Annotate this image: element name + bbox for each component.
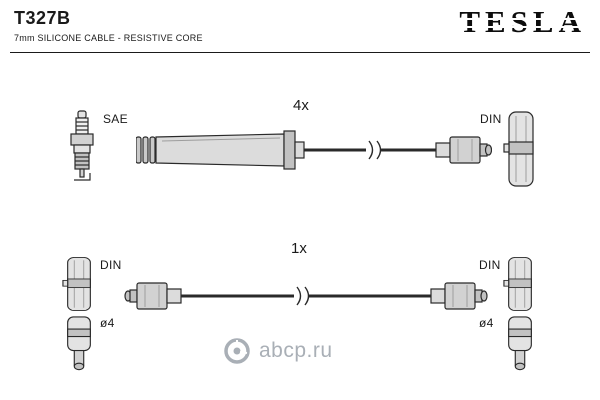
spark-plug-icon — [70, 110, 94, 181]
brand-logo-stripe — [457, 26, 588, 28]
bottom-left-terminal-label: ø4 — [100, 316, 115, 330]
product-subtitle: 7mm SILICONE CABLE - RESISTIVE CORE — [14, 33, 203, 43]
sae-label: SAE — [103, 112, 128, 126]
part-number: T327B — [14, 8, 71, 28]
spark-plug-cable-diagram — [136, 130, 492, 170]
bottom-quantity-label: 1x — [291, 240, 307, 257]
din-connector-icon — [62, 257, 91, 311]
bottom-right-terminal-label: ø4 — [479, 316, 494, 330]
watermark-text: abcp.ru — [259, 339, 333, 362]
terminal-4mm-icon — [508, 316, 532, 371]
top-din-label: DIN — [480, 112, 502, 126]
coil-cable-diagram — [124, 282, 488, 310]
brand-logo-stripe — [457, 18, 588, 20]
brand-logo: TESLA — [457, 4, 588, 39]
terminal-4mm-icon — [67, 316, 91, 371]
watermark: abcp.ru — [222, 334, 412, 368]
brand-logo-text: TESLA — [459, 4, 586, 39]
top-quantity-label: 4x — [293, 97, 309, 114]
watermark-logo-icon — [224, 338, 250, 364]
din-connector-icon — [503, 111, 534, 187]
bottom-left-din-label: DIN — [100, 258, 122, 272]
bottom-right-din-label: DIN — [479, 258, 501, 272]
din-connector-icon — [503, 257, 532, 311]
header-divider — [10, 52, 590, 53]
